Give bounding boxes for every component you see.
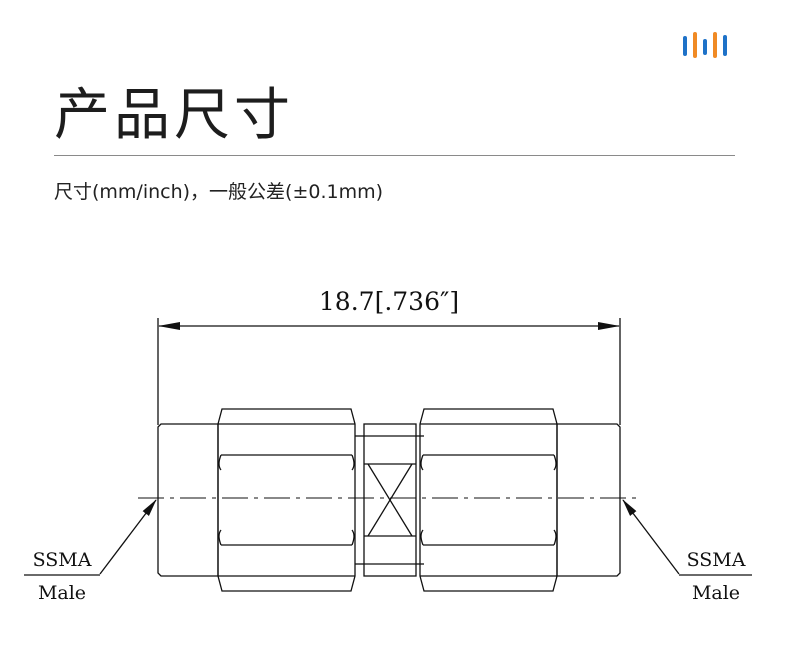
overall-length-dimension: 18.7[.736″]: [319, 287, 459, 316]
left-coupling-body: [157, 423, 219, 577]
logo-bar-4: [713, 32, 717, 58]
left-hex-nut: [217, 408, 356, 592]
right-coupling-body: [556, 423, 621, 577]
logo-bar-3: [703, 39, 707, 55]
center-wrench-flat: [363, 423, 417, 577]
leader-left: [99, 499, 157, 575]
logo-bar-2: [693, 32, 697, 58]
brand-logo-icon: [683, 32, 727, 58]
logo-bar-5: [723, 35, 727, 56]
left-port-type: SSMA: [33, 549, 92, 571]
right-port-type: SSMA: [687, 549, 746, 571]
tolerance-note: 尺寸(mm/inch)，一般公差(±0.1mm): [54, 181, 384, 203]
logo-bar-1: [683, 36, 687, 56]
title-divider: [54, 155, 735, 156]
page-title: 产品尺寸: [54, 83, 294, 148]
leader-right: [622, 499, 680, 575]
left-port-gender: Male: [38, 582, 86, 604]
right-hex-nut: [419, 408, 558, 592]
right-port-gender: Male: [692, 582, 740, 604]
